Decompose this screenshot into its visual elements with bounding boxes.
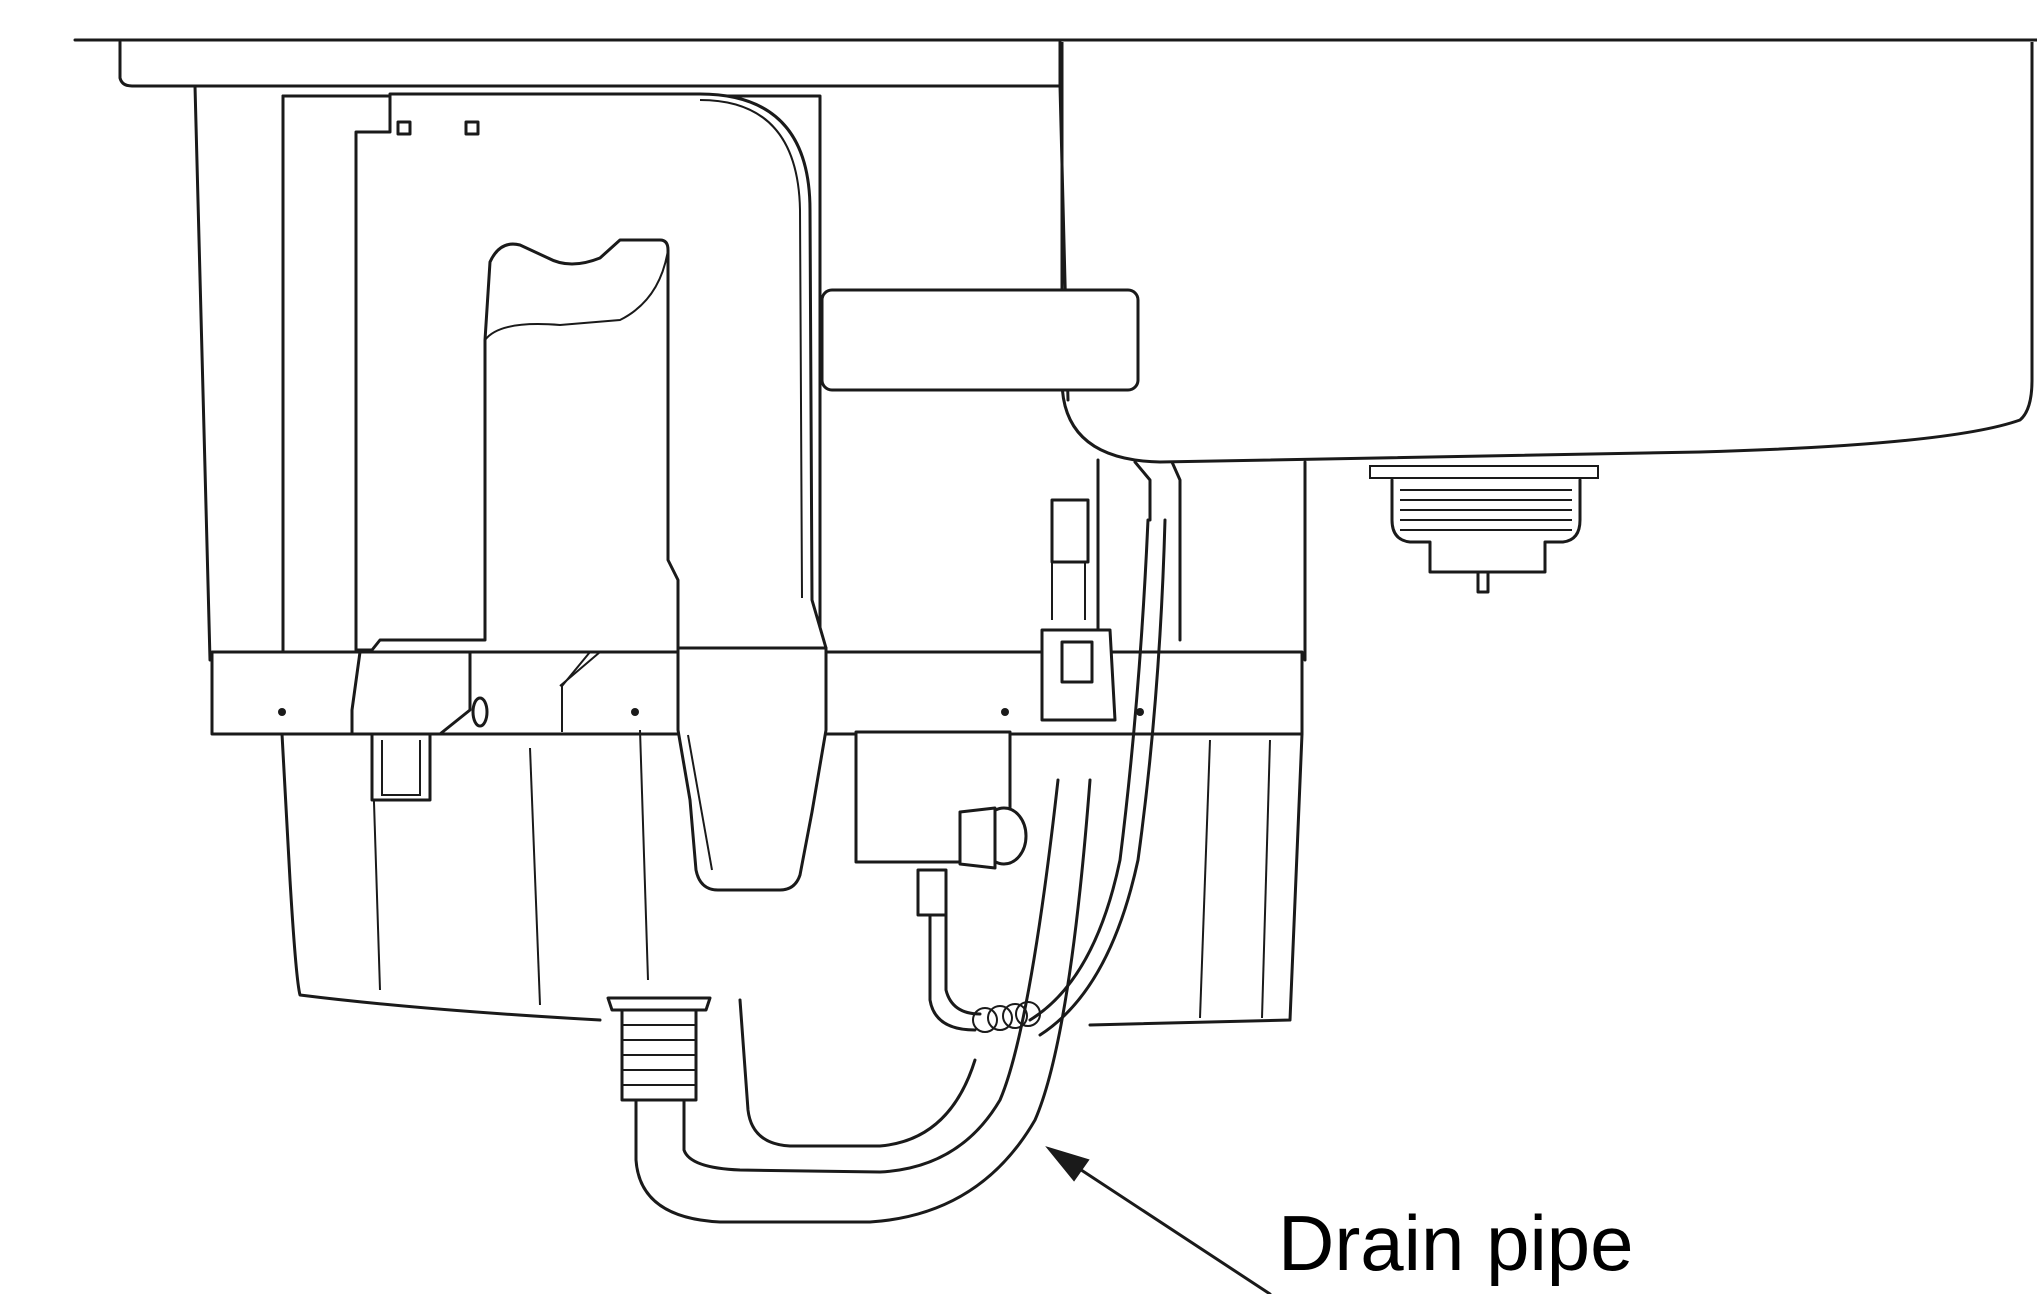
- arrowhead-icon: [1045, 1146, 1090, 1182]
- inlet-hose: [928, 518, 1167, 1037]
- drain-pipe-callout: Drain pipe: [1045, 1146, 1634, 1294]
- sump-housing: [676, 646, 1028, 917]
- inner-u-tube: [354, 92, 828, 652]
- countertop: [73, 38, 2037, 88]
- sink-basin: [1060, 42, 2034, 594]
- drain-pipe: [606, 778, 1092, 1224]
- lower-tub: [280, 729, 1304, 1027]
- hose-clamp: [1050, 460, 1182, 642]
- drain-pipe-label: Drain pipe: [1278, 1199, 1634, 1287]
- control-box: [820, 288, 1140, 392]
